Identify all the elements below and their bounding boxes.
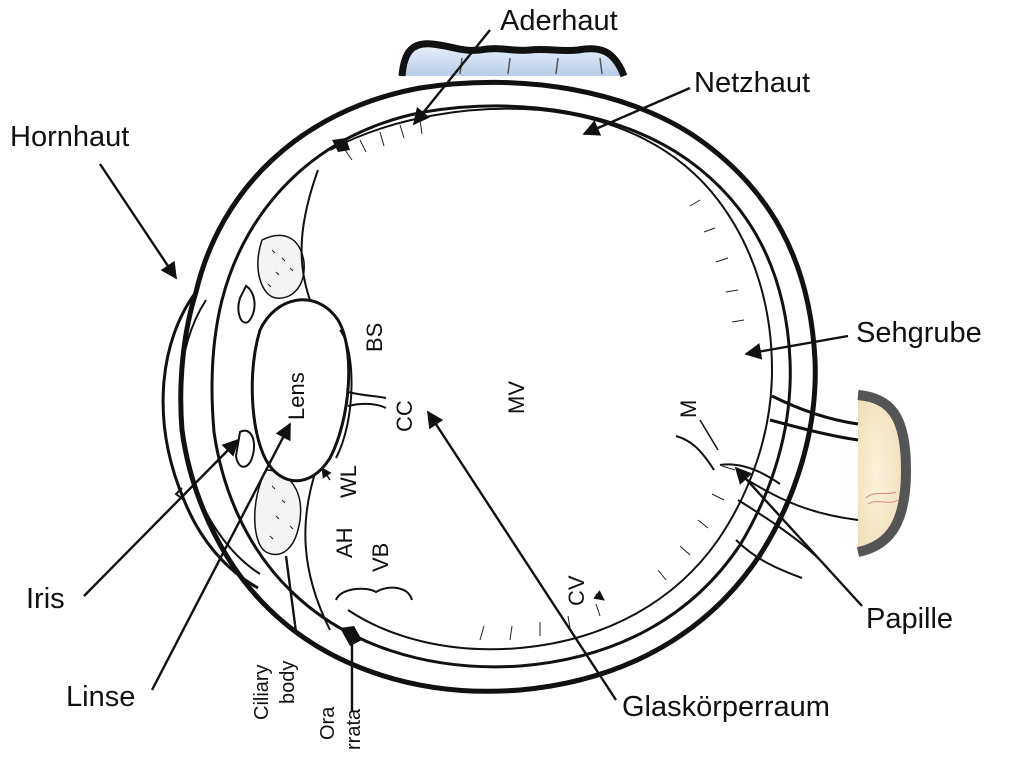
label-sehgrube: Sehgrube [856, 317, 982, 349]
arrow-iris [84, 440, 238, 596]
arrow-sehgrube [746, 336, 848, 354]
label-wl: WL [336, 465, 361, 498]
label-arrows [84, 30, 862, 712]
label-glaskoerperraum: Glaskörperraum [622, 691, 830, 723]
label-body: body [277, 661, 299, 704]
arrow-papille [736, 468, 862, 606]
label-rrata: rrata [343, 708, 365, 750]
label-mv: MV [504, 381, 529, 414]
right-cap-decoration [858, 395, 906, 552]
label-cc: CC [392, 400, 417, 432]
label-bs: BS [362, 323, 387, 352]
label-iris: Iris [26, 583, 65, 615]
label-ah: AH [332, 527, 357, 558]
label-ciliary: Ciliary [251, 664, 273, 720]
label-linse: Linse [66, 681, 135, 713]
main-labels: Aderhaut Netzhaut Hornhaut Sehgrube Papi… [10, 5, 982, 723]
top-cap-decoration [402, 44, 624, 76]
arrow-hornhaut [100, 164, 176, 278]
label-m: M [676, 400, 701, 418]
label-lens: Lens [284, 372, 309, 420]
label-hornhaut: Hornhaut [10, 121, 129, 153]
label-cv: CV [564, 575, 589, 606]
arrow-glaskoerperraum [428, 412, 616, 700]
label-vb: VB [368, 543, 393, 572]
label-netzhaut: Netzhaut [694, 67, 810, 99]
retina-outline [330, 109, 772, 650]
label-ora: Ora [317, 706, 339, 740]
label-aderhaut: Aderhaut [500, 5, 618, 37]
label-papille: Papille [866, 603, 953, 635]
